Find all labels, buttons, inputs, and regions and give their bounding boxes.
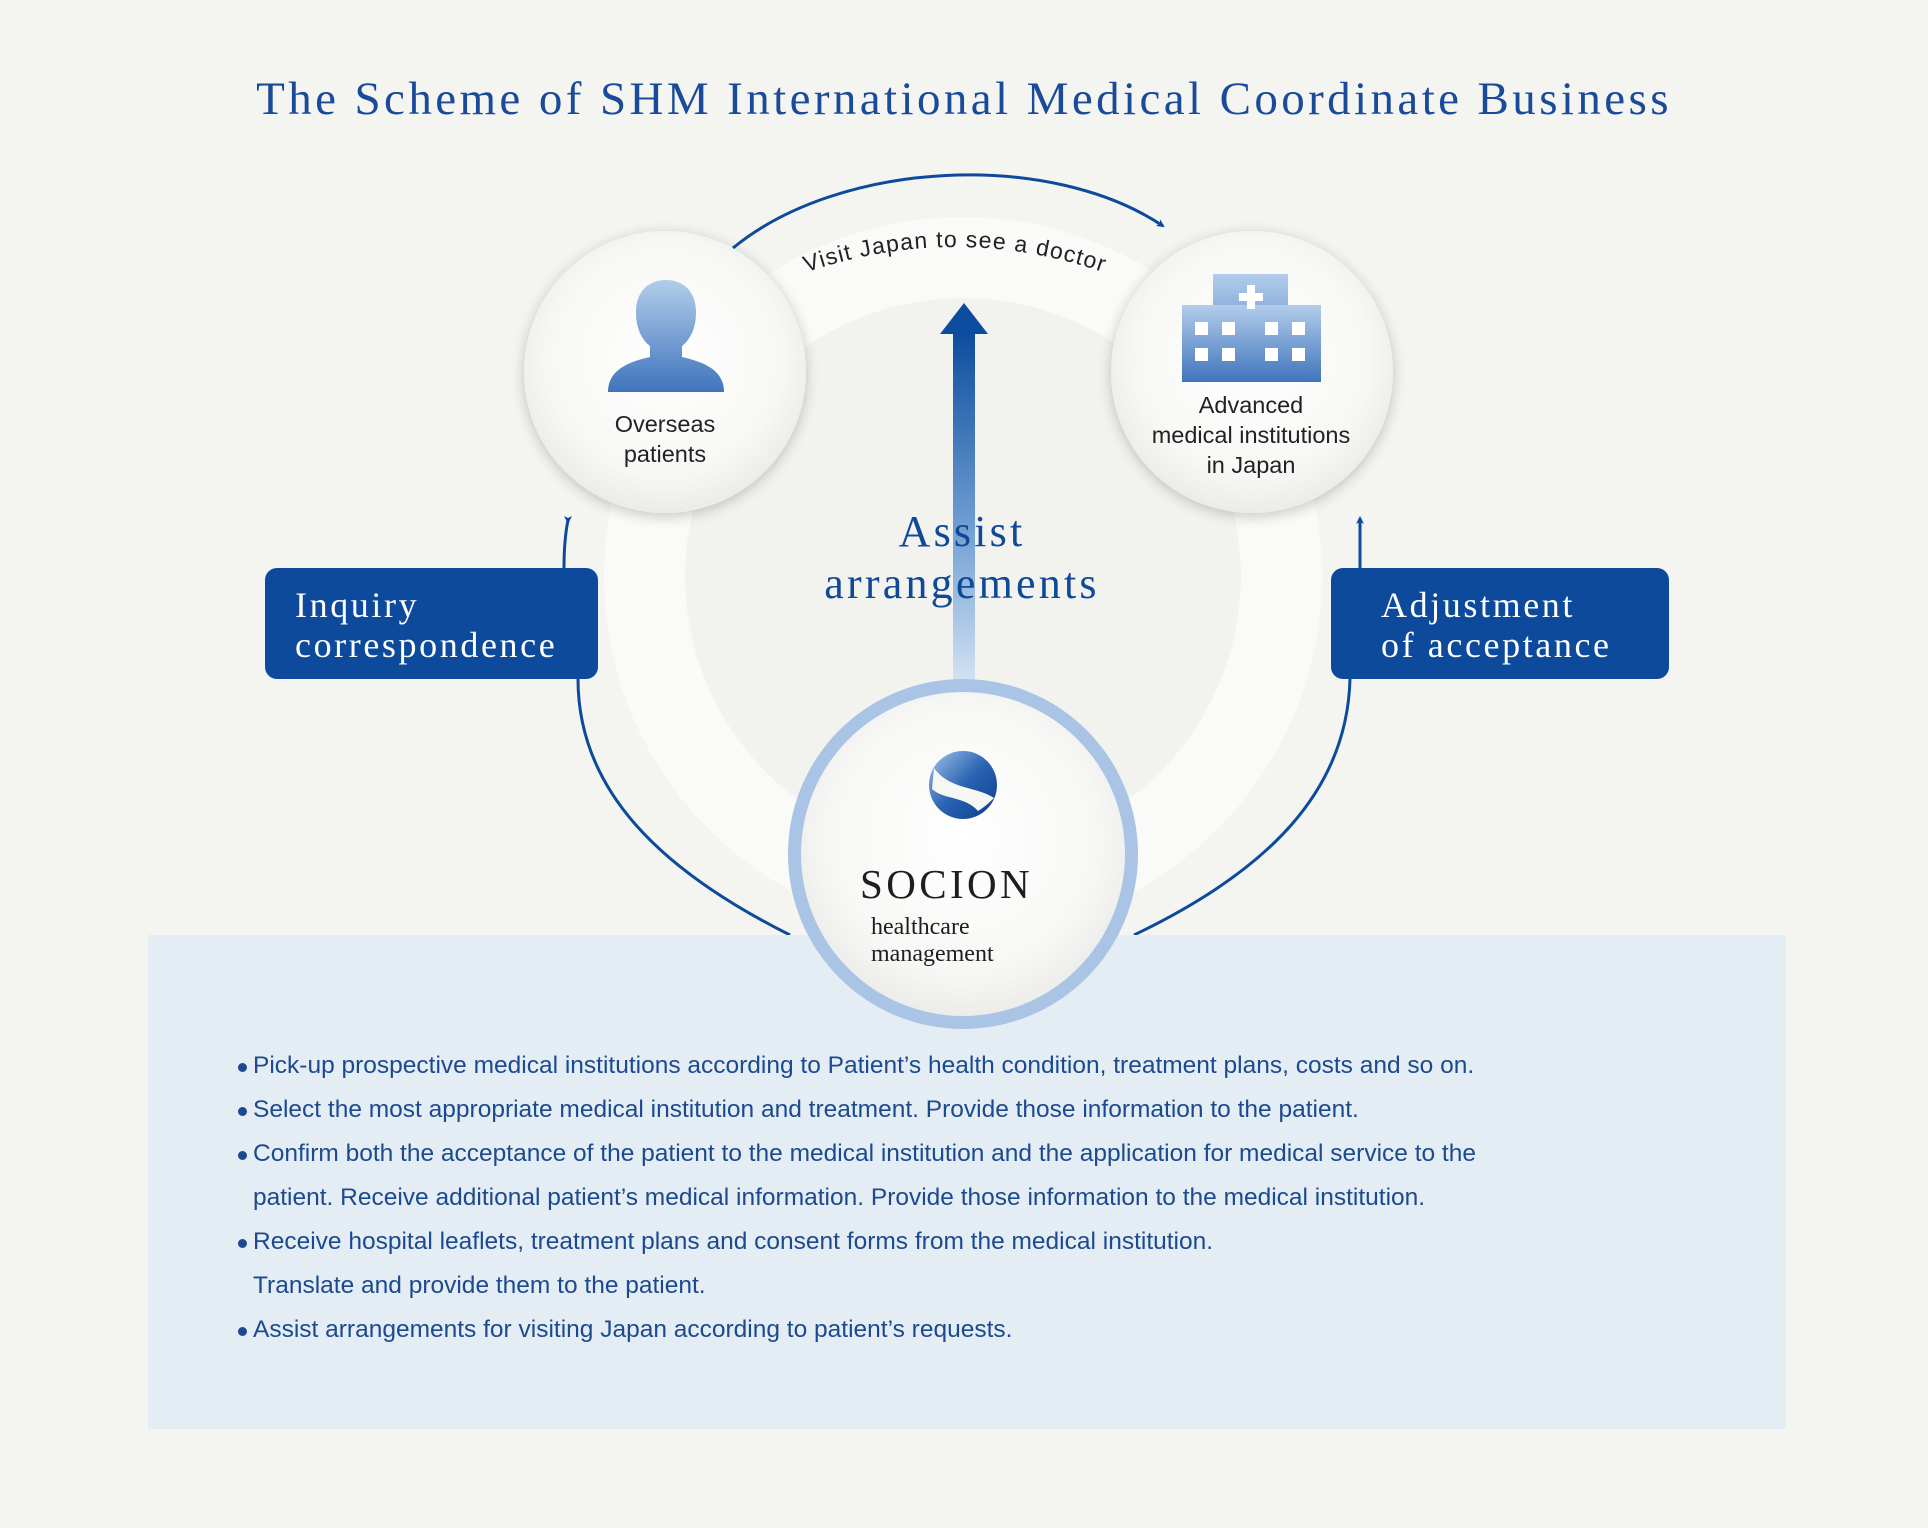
bullet-text: Select the most appropriate medical inst… xyxy=(253,1096,1359,1123)
patients-label: Overseas patients xyxy=(560,409,770,469)
bullet-text: Pick-up prospective medical institutions… xyxy=(253,1052,1475,1079)
inquiry-tag-line2: correspondence xyxy=(295,625,558,665)
institutions-label-line1: Advanced xyxy=(1198,392,1304,418)
patients-label-line1: Overseas xyxy=(614,411,716,437)
bullet-list: Pick-up prospective medical institutions… xyxy=(238,1044,1738,1352)
bullet-item: Pick-up prospective medical institutions… xyxy=(238,1044,1738,1088)
institutions-label-line2: medical institutions xyxy=(1151,422,1351,448)
socion-subtitle-line2: management xyxy=(871,941,994,967)
adjustment-tag-line1: Adjustment xyxy=(1381,585,1575,625)
institutions-node xyxy=(1111,231,1393,513)
bullet-text: Receive hospital leaflets, treatment pla… xyxy=(253,1228,1214,1255)
institutions-label-line3: in Japan xyxy=(1206,452,1296,478)
inquiry-tag: Inquiry correspondence xyxy=(265,568,598,679)
assist-arrow xyxy=(940,303,988,684)
bullet-text: patient. Receive additional patient’s me… xyxy=(253,1184,1426,1211)
assist-label: Assist arrangements xyxy=(780,506,1144,610)
socion-subtitle-line1: healthcare xyxy=(871,914,970,940)
socion-logo xyxy=(929,751,997,819)
hospital-icon xyxy=(1182,274,1321,382)
adjustment-tag: Adjustment of acceptance xyxy=(1331,568,1669,679)
bullet-item: Receive hospital leaflets, treatment pla… xyxy=(238,1220,1738,1308)
inquiry-tag-line1: Inquiry xyxy=(295,585,420,625)
socion-name: SOCION xyxy=(860,861,1034,907)
adjustment-tag-line2: of acceptance xyxy=(1381,625,1612,665)
person-icon xyxy=(608,280,724,392)
assist-label-line1: Assist xyxy=(898,507,1026,556)
institutions-label: Advanced medical institutions in Japan xyxy=(1110,390,1392,480)
assist-label-line2: arrangements xyxy=(824,559,1100,608)
bullet-item: Select the most appropriate medical inst… xyxy=(238,1088,1738,1132)
visit-arrow xyxy=(732,173,1165,250)
bullet-text: Assist arrangements for visiting Japan a… xyxy=(253,1316,1013,1343)
socion-subtitle: healthcare management xyxy=(871,914,1071,968)
bullet-text: Translate and provide them to the patien… xyxy=(253,1272,706,1299)
bullet-text: Confirm both the acceptance of the patie… xyxy=(253,1140,1476,1167)
patients-label-line2: patients xyxy=(623,441,707,467)
bullet-item: Assist arrangements for visiting Japan a… xyxy=(238,1308,1738,1352)
bullet-item: Confirm both the acceptance of the patie… xyxy=(238,1132,1738,1220)
patients-node xyxy=(524,231,806,513)
socion-node xyxy=(788,679,1138,1029)
page-title: The Scheme of SHM International Medical … xyxy=(256,73,1672,125)
